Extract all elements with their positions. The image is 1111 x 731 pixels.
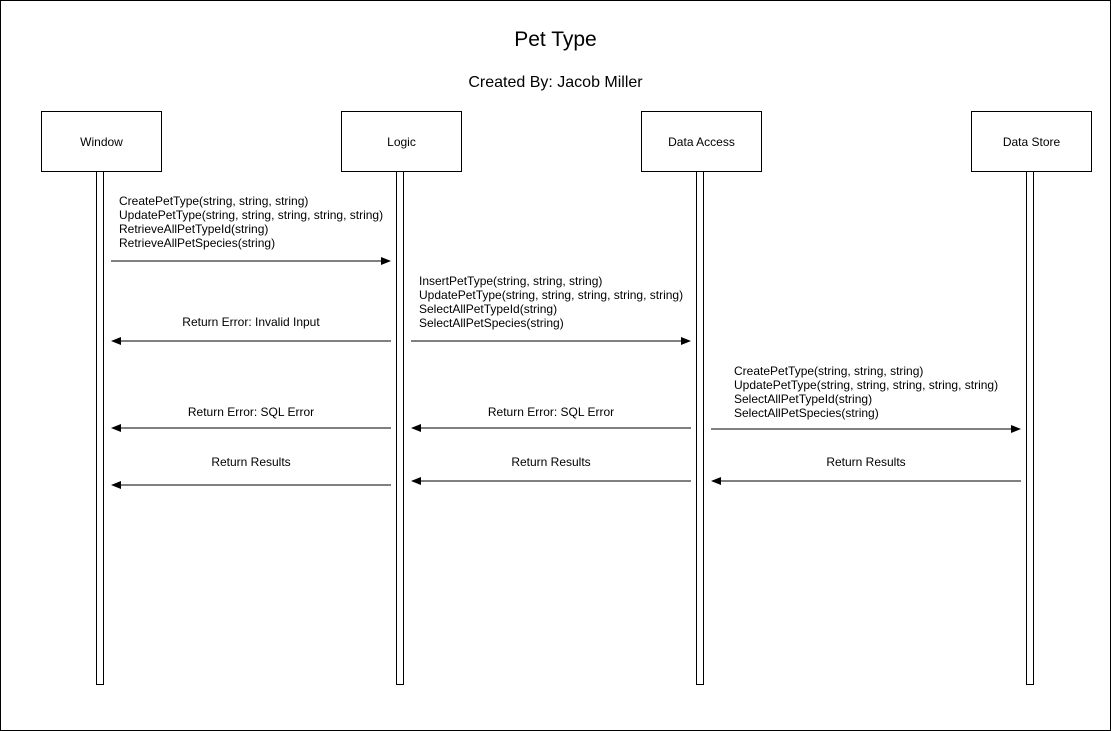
return-sql-error-label: Return Error: SQL Error <box>487 405 615 419</box>
message-line: UpdatePetType(string, string, string, st… <box>734 378 999 392</box>
message-line: CreatePetType(string, string, string) <box>734 364 924 378</box>
participant-data-store[interactable]: Data Store <box>971 111 1092 172</box>
message-line: SelectAllPetSpecies(string) <box>734 406 879 420</box>
lifeline-logic <box>396 171 404 685</box>
return-sql-error-label: Return Error: SQL Error <box>187 405 315 419</box>
message-line: SelectAllPetSpecies(string) <box>419 316 564 330</box>
lifeline-data-access <box>696 171 704 685</box>
diagram-subtitle: Created By: Jacob Miller <box>468 74 643 91</box>
message-line: CreatePetType(string, string, string) <box>119 194 309 208</box>
return-results-label: Return Results <box>511 455 591 469</box>
message-line: RetrieveAllPetSpecies(string) <box>119 236 276 250</box>
message-line: RetrieveAllPetTypeId(string) <box>119 222 269 236</box>
message-line: SelectAllPetTypeId(string) <box>419 302 558 316</box>
participant-window[interactable]: Window <box>41 111 162 172</box>
participant-label: Data Access <box>668 134 735 149</box>
message-line: InsertPetType(string, string, string) <box>419 274 603 288</box>
lifeline-data-store <box>1026 171 1034 685</box>
participant-data-access[interactable]: Data Access <box>641 111 762 172</box>
diagram-title: Pet Type <box>514 28 597 51</box>
return-results-label: Return Results <box>211 455 291 469</box>
message-logic-to-access: InsertPetType(string, string, string) Up… <box>419 274 683 330</box>
participant-label: Data Store <box>1002 134 1061 149</box>
message-line: SelectAllPetTypeId(string) <box>734 392 873 406</box>
message-line: UpdatePetType(string, string, string, st… <box>419 288 684 302</box>
message-line: UpdatePetType(string, string, string, st… <box>119 208 384 222</box>
participant-label: Window <box>80 134 123 149</box>
lifeline-window <box>96 171 104 685</box>
participant-logic[interactable]: Logic <box>341 111 462 172</box>
return-invalid-input-label: Return Error: Invalid Input <box>182 315 320 329</box>
message-window-to-logic: CreatePetType(string, string, string) Up… <box>119 194 383 250</box>
message-access-to-store: CreatePetType(string, string, string) Up… <box>734 364 998 420</box>
participant-label: Logic <box>387 134 416 149</box>
return-results-label: Return Results <box>826 455 906 469</box>
